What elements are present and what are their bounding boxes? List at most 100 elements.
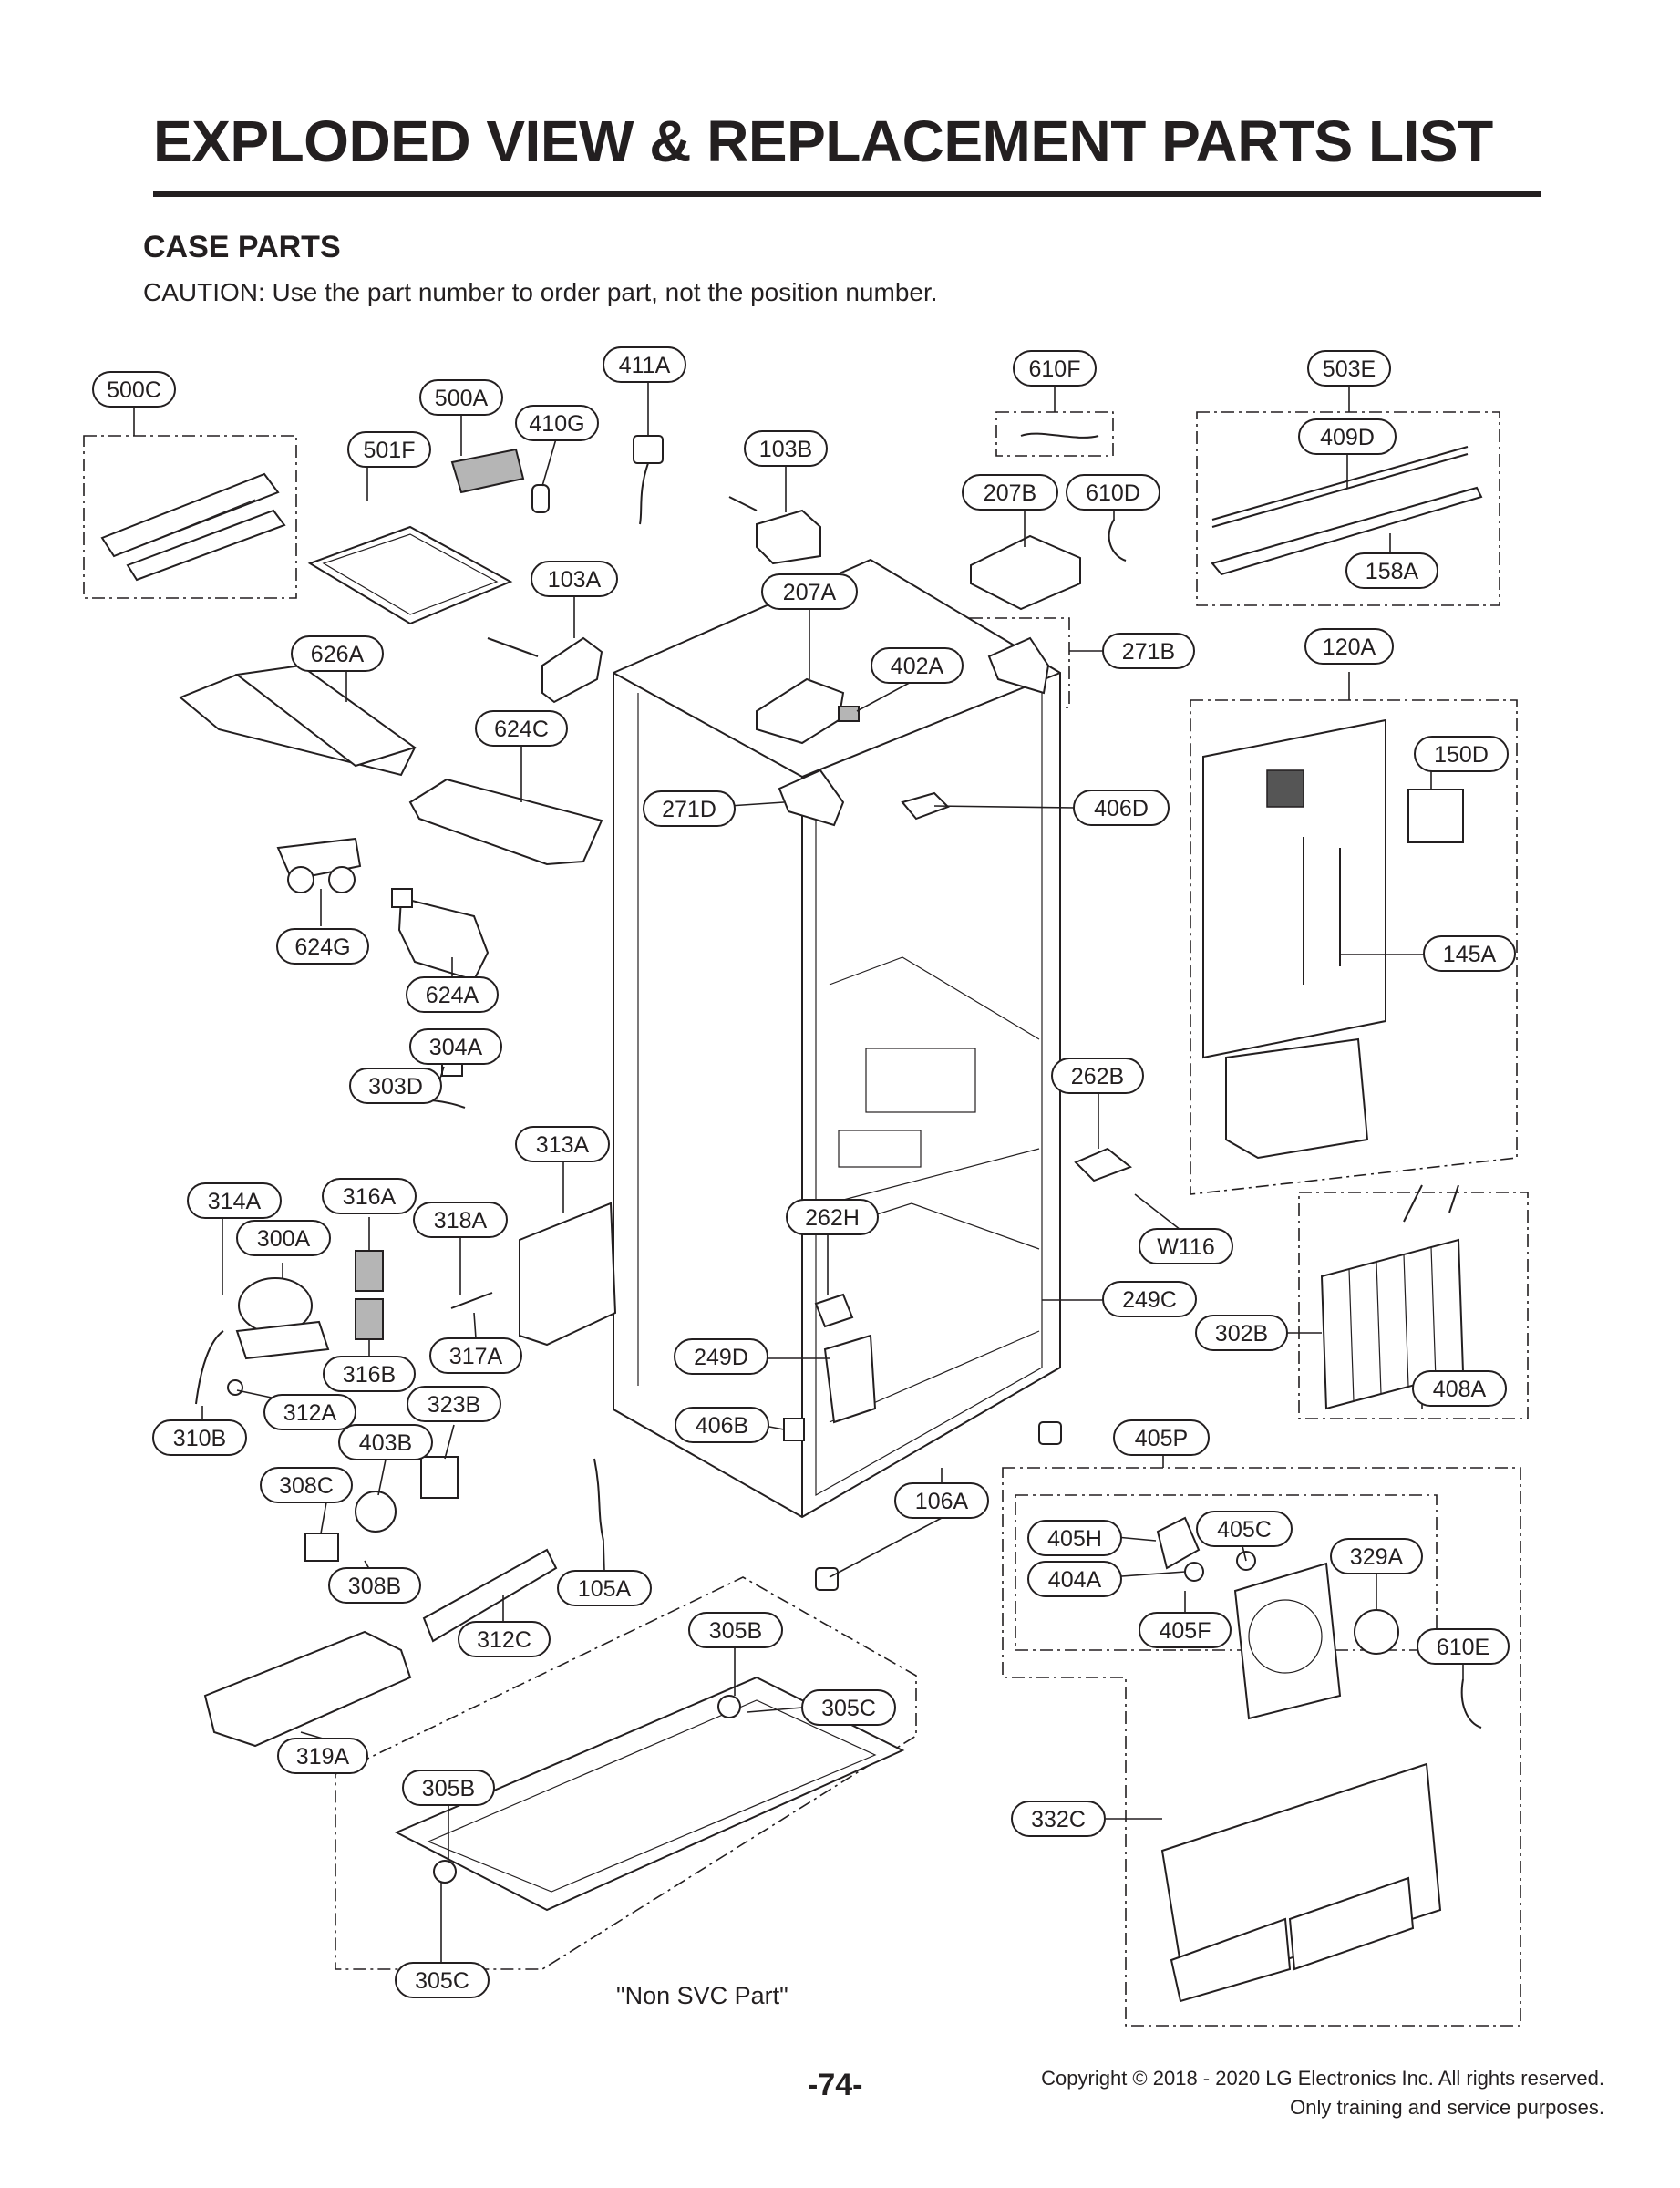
part-624c-cover: [408, 778, 603, 866]
part-318a-sensor: [450, 1292, 493, 1309]
callout-label: 249D: [694, 1345, 748, 1370]
callout-w116: W116: [1139, 1228, 1233, 1264]
part-316a-tape: [355, 1250, 384, 1292]
callout-label: 303D: [368, 1074, 423, 1099]
callout-314a: 314A: [187, 1182, 282, 1219]
callout-402a: 402A: [871, 647, 964, 684]
copyright-block: Copyright © 2018 - 2020 LG Electronics I…: [1041, 2064, 1604, 2122]
callout-103a: 103A: [531, 561, 618, 597]
group-box-405p: [1002, 1467, 1521, 2027]
part-406b-clip: [783, 1418, 805, 1441]
callout-501f: 501F: [347, 431, 431, 468]
part-624a-cartridge: [391, 888, 490, 982]
part-610e-wire: [1460, 1678, 1482, 1729]
part-312a-grommet: [227, 1379, 243, 1396]
callout-332c: 332C: [1011, 1801, 1106, 1837]
part-300a-compressor: [235, 1277, 330, 1360]
callout-label: 313A: [536, 1132, 590, 1158]
part-105a-hose: [593, 1458, 604, 1542]
part-410g-sensor: [531, 484, 550, 513]
usage-line: Only training and service purposes.: [1290, 2096, 1604, 2119]
callout-label: 316B: [343, 1362, 396, 1388]
callout-label: 410G: [529, 411, 584, 437]
callout-312a: 312A: [263, 1394, 356, 1430]
callout-405p: 405P: [1113, 1419, 1210, 1456]
part-305-base-plate: [394, 1676, 905, 1912]
callout-405f: 405F: [1139, 1612, 1232, 1648]
callout-label: 402A: [891, 654, 944, 679]
callout-label: 624C: [494, 717, 549, 742]
title-underline: [153, 191, 1541, 197]
part-501f-cover: [307, 525, 513, 625]
callout-label: 329A: [1350, 1544, 1404, 1570]
group-box-610f: [995, 411, 1114, 457]
callout-label: 310B: [173, 1426, 226, 1451]
callout-145a: 145A: [1423, 935, 1516, 972]
callout-300a: 300A: [236, 1220, 331, 1256]
part-402a-clip: [838, 706, 860, 722]
part-262h-hinge: [814, 1293, 854, 1328]
caution-note: CAUTION: Use the part number to order pa…: [143, 278, 938, 306]
callout-103b: 103B: [744, 430, 828, 467]
part-262b-hinge: [1074, 1147, 1132, 1182]
callout-626a: 626A: [291, 635, 384, 672]
callout-410g: 410G: [515, 405, 599, 441]
callout-406d: 406D: [1073, 790, 1170, 826]
part-624g-roller: [276, 837, 362, 893]
callout-329a: 329A: [1330, 1538, 1423, 1574]
callout-label: 308B: [348, 1574, 401, 1599]
callout-305c-lower: 305C: [395, 1962, 490, 1998]
callout-271d: 271D: [643, 790, 736, 827]
callout-249c: 249C: [1102, 1281, 1197, 1317]
callout-label: 406B: [696, 1413, 748, 1439]
part-106a-leveler: [815, 1421, 1062, 1591]
group-box-405h: [1015, 1494, 1438, 1651]
callout-262h: 262H: [786, 1199, 879, 1235]
callout-105a: 105A: [557, 1570, 652, 1606]
callout-label: 308C: [279, 1473, 334, 1499]
callout-label: 500A: [435, 386, 489, 411]
callout-label: 271D: [662, 797, 716, 822]
page-number: -74-: [808, 2068, 863, 2102]
callout-308b: 308B: [328, 1567, 421, 1604]
part-403b-fan: [355, 1491, 397, 1533]
callout-316a: 316A: [322, 1178, 417, 1214]
callout-158a: 158A: [1345, 552, 1438, 589]
callout-207b: 207B: [962, 474, 1058, 511]
callout-150d: 150D: [1414, 736, 1509, 772]
callout-label: 103A: [548, 567, 602, 593]
callout-313a: 313A: [515, 1126, 610, 1162]
callout-305c-upper: 305C: [801, 1689, 896, 1726]
callout-label: 304A: [429, 1035, 483, 1060]
callout-404a: 404A: [1027, 1561, 1122, 1597]
callout-label: 158A: [1366, 559, 1419, 584]
callout-label: 317A: [449, 1344, 503, 1369]
group-box-302b: [1298, 1192, 1529, 1419]
callout-624g: 624G: [276, 928, 369, 965]
part-103a-bracket: [487, 636, 603, 704]
callout-label: 332C: [1031, 1807, 1086, 1832]
callout-label: 411A: [619, 353, 671, 378]
callout-310b: 310B: [152, 1419, 247, 1456]
part-610d-wire: [1108, 519, 1127, 562]
section-heading: CASE PARTS: [143, 230, 341, 264]
callout-403b: 403B: [338, 1424, 433, 1460]
callout-label: 316A: [343, 1184, 397, 1210]
group-box-503e: [1196, 411, 1500, 606]
part-158a-strip: [1211, 486, 1483, 576]
callout-label: 300A: [257, 1226, 311, 1252]
callout-label: 312A: [283, 1400, 337, 1426]
callout-label: 404A: [1048, 1567, 1102, 1593]
leader-lines: [133, 380, 1464, 1963]
part-271b-hinge: [987, 636, 1050, 695]
part-310b-pipe: [195, 1330, 224, 1405]
part-313a-plate: [519, 1202, 617, 1347]
part-249d-cover: [823, 1334, 877, 1424]
callout-label: 271B: [1122, 639, 1175, 665]
part-610f-harness: [1020, 432, 1099, 439]
callout-405c: 405C: [1196, 1511, 1293, 1547]
callout-500a: 500A: [419, 379, 503, 416]
callout-label: 405C: [1217, 1517, 1272, 1543]
part-319a-housing: [203, 1630, 412, 1748]
